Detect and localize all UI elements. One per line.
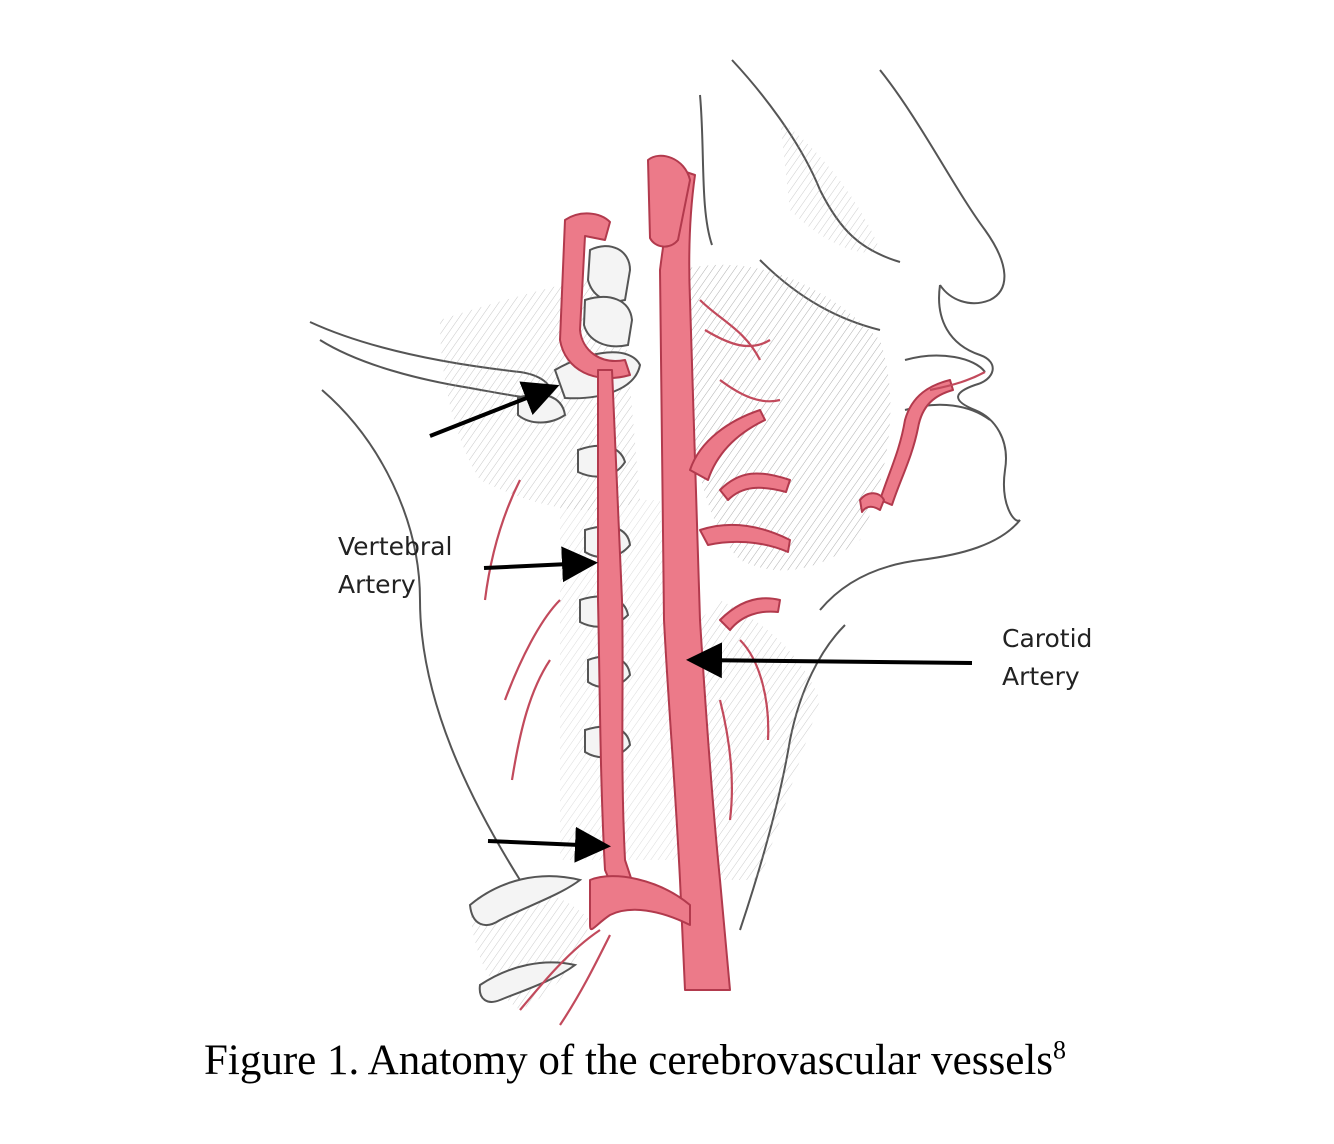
carotid-label-line2: Artery [1002, 662, 1080, 691]
carotid-label-line1: Carotid [1002, 624, 1093, 653]
figure-caption: Figure 1. Anatomy of the cerebrovascular… [0, 1036, 1270, 1085]
vertebral-label-line2: Artery [338, 570, 416, 599]
carotid-artery-label: Carotid Artery [1002, 620, 1092, 696]
pointer-arrows [429, 381, 973, 863]
vertebral-label-line1: Vertebral [338, 532, 453, 561]
arrow-vertebral-bottom [487, 826, 611, 863]
arrow-vertebral-mid [483, 546, 598, 583]
subclavian-artery [589, 875, 691, 931]
caption-reference: 8 [1053, 1035, 1066, 1065]
arrow-vertebral-top [429, 381, 560, 438]
caption-text: Figure 1. Anatomy of the cerebrovascular… [204, 1037, 1053, 1084]
small-branches [483, 299, 986, 1026]
vertebral-artery-label: Vertebral Artery [338, 528, 452, 604]
arrow-carotid [686, 642, 973, 679]
arteries [559, 154, 954, 991]
